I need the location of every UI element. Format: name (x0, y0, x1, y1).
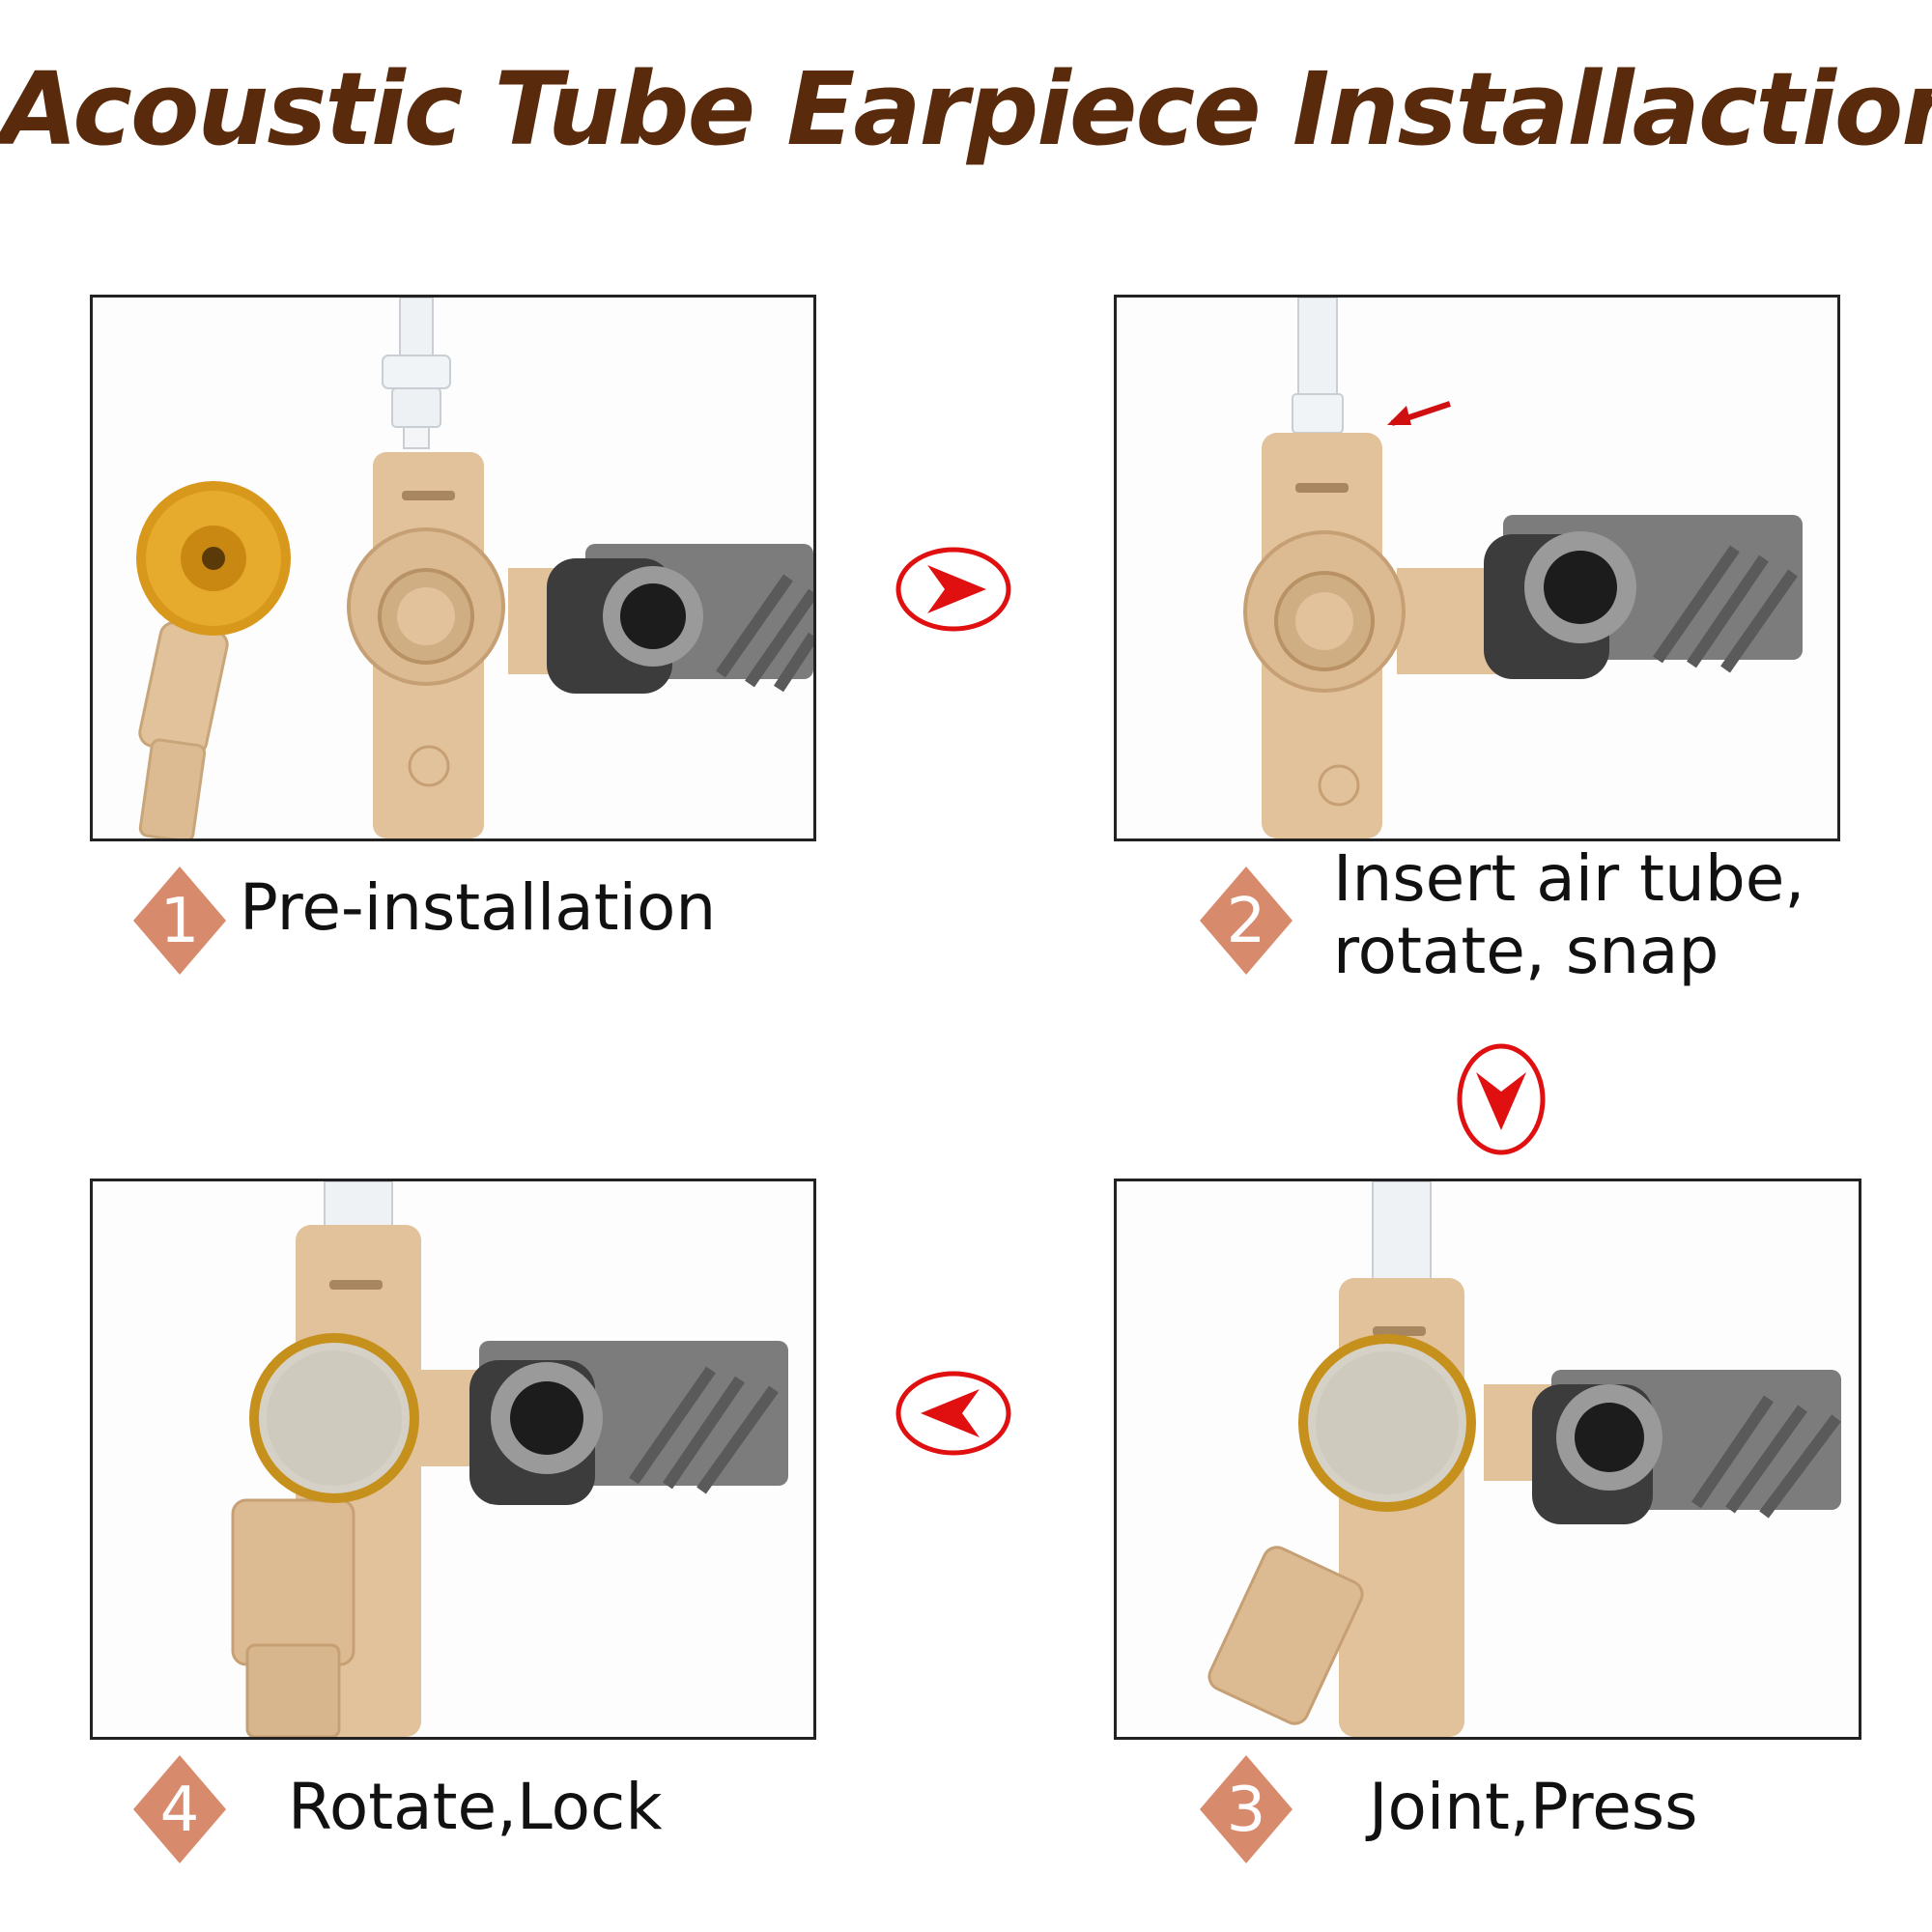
step-2-label-line-2: rotate, snap (1333, 914, 1719, 988)
earpiece-cap-illustration (1298, 1334, 1476, 1512)
step-4-photo (90, 1179, 816, 1740)
earpiece-rotate-lock-image (231, 1181, 788, 1737)
metal-clip-illustration (1484, 515, 1803, 679)
earpiece-cap-illustration (249, 1333, 419, 1503)
connector-illustration (1243, 433, 1513, 838)
air-tube-illustration (1292, 298, 1344, 434)
earpiece-insert-tube-image (1243, 298, 1803, 838)
air-tube-illustration (1372, 1181, 1432, 1289)
earpiece-joint-press-image (1208, 1181, 1841, 1737)
step-2-photo (1114, 295, 1840, 841)
arrow-right-icon (895, 546, 1012, 637)
air-tube-illustration (382, 298, 451, 449)
earpiece-pre-install-image (136, 298, 813, 838)
step-1-photo (90, 295, 816, 841)
gold-earpiece-illustration (136, 481, 291, 838)
step-2-badge: 2 (1198, 865, 1294, 977)
step-3-label: Joint,Press (1369, 1770, 1698, 1844)
step-3-number: 3 (1227, 1775, 1266, 1846)
arrow-down-icon (1455, 1041, 1548, 1161)
step-4-label: Rotate,Lock (288, 1770, 663, 1844)
step-3-badge: 3 (1198, 1753, 1294, 1865)
metal-clip-illustration (469, 1341, 788, 1505)
step-1-badge: 1 (131, 865, 228, 977)
step-4-badge: 4 (131, 1753, 228, 1865)
red-pointer-arrow-icon (1387, 401, 1451, 426)
page-title: Acoustic Tube Earpiece Installaction (0, 50, 1932, 168)
step-1-label: Pre-installation (240, 870, 717, 945)
step-1-number: 1 (160, 886, 200, 957)
step-2-number: 2 (1227, 886, 1266, 957)
step-4-number: 4 (160, 1775, 200, 1846)
step-2-label-line-1: Insert air tube, (1333, 841, 1805, 916)
metal-clip-illustration (547, 544, 813, 694)
metal-clip-illustration (1532, 1370, 1841, 1524)
arrow-left-icon (895, 1370, 1012, 1461)
step-3-photo (1114, 1179, 1861, 1740)
